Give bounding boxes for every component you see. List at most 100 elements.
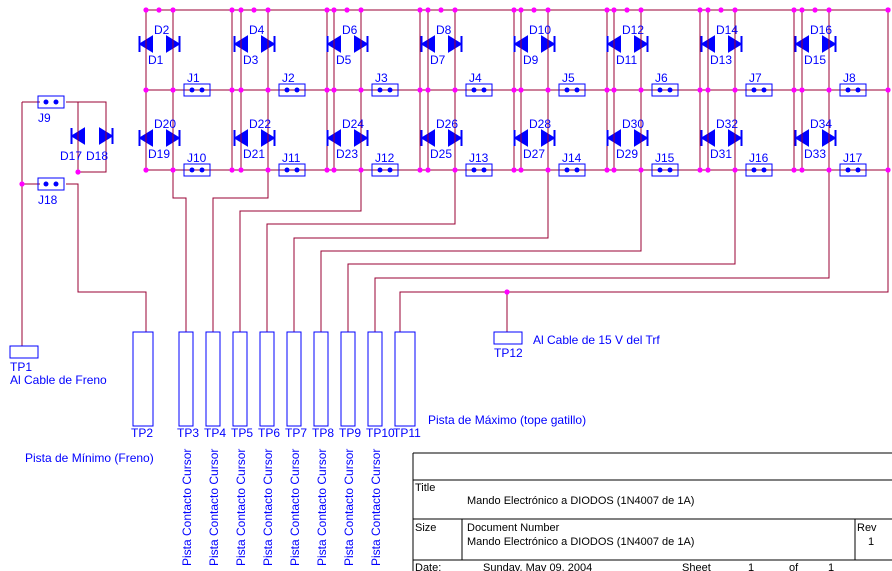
junction-dot <box>452 87 458 93</box>
jumper-body <box>183 163 211 177</box>
jumper-pin <box>387 167 393 173</box>
junction-dot <box>511 167 517 173</box>
junction-dot <box>638 87 644 93</box>
jumper-pin <box>43 181 49 187</box>
test-point-tp3 <box>178 331 194 427</box>
test-point-label: TP2 <box>131 426 153 440</box>
diode-D22 <box>261 126 276 150</box>
junction-dot <box>229 87 235 93</box>
junction-dot <box>718 7 724 13</box>
diode-label: D7 <box>430 53 446 67</box>
junction-dot <box>265 87 271 93</box>
jumper-pin <box>761 87 767 93</box>
junction-dot <box>344 7 350 13</box>
jumper-pin <box>284 87 290 93</box>
diode-label: D29 <box>616 147 638 161</box>
diode-D20 <box>166 126 181 150</box>
jumper-label: J10 <box>187 151 207 165</box>
junction-dot <box>511 87 517 93</box>
junction-dot <box>417 7 423 13</box>
test-point-label: TP9 <box>339 426 361 440</box>
jumper-J2 <box>278 83 306 97</box>
test-point-route <box>374 170 830 332</box>
junction-dot <box>238 7 244 13</box>
brake-tp-label: TP1 <box>10 360 32 374</box>
jumper-label: J16 <box>749 151 769 165</box>
cursor-contact-label: Pista Contacto Cursor <box>261 449 275 566</box>
jumper-label: J5 <box>562 71 575 85</box>
jumper-label: J2 <box>282 71 295 85</box>
jumper-pin <box>284 167 290 173</box>
test-point-route <box>266 170 456 332</box>
jumper-pin <box>189 87 195 93</box>
diode-label: D15 <box>804 53 826 67</box>
jumper-pin <box>53 99 59 105</box>
diode-label: D21 <box>243 147 265 161</box>
diode-D2 <box>166 32 181 56</box>
doc-number-label: Document Number <box>467 522 560 534</box>
jumper-label: J6 <box>655 71 668 85</box>
junction-dot <box>358 87 364 93</box>
junctions <box>19 7 891 295</box>
junction-dot <box>324 7 330 13</box>
jumper-label: J14 <box>562 151 582 165</box>
jumper-pin <box>751 87 757 93</box>
junction-dot <box>611 87 617 93</box>
sheet-label: Sheet <box>682 562 711 571</box>
junction-dot <box>170 167 176 173</box>
jumper-J16 <box>745 163 773 177</box>
junction-dot <box>545 87 551 93</box>
junction-dot <box>504 289 510 295</box>
rev-label: Rev <box>857 522 877 534</box>
jumper-pin <box>845 167 851 173</box>
test-point-label: TP10 <box>366 426 395 440</box>
diode-label: D4 <box>249 23 265 37</box>
cursor-contact-label: Pista Contacto Cursor <box>180 449 194 566</box>
jumper-body <box>37 177 65 191</box>
junction-dot <box>518 7 524 13</box>
junction-dot <box>156 7 162 13</box>
diode-D27 <box>513 126 528 150</box>
junction-dot <box>531 7 537 13</box>
jumper-J7 <box>745 83 773 97</box>
diode-label: D26 <box>436 117 458 131</box>
diode-label: D10 <box>529 23 551 37</box>
supply-route <box>399 10 889 332</box>
diode-D29 <box>606 126 621 150</box>
jumper-J18 <box>37 177 65 191</box>
test-point-label: TP8 <box>312 426 334 440</box>
cursor-contact-label: Pista Contacto Cursor <box>234 449 248 566</box>
sheet-value: 1 <box>748 562 754 571</box>
diode-D15 <box>794 32 809 56</box>
brake-tp-caption: Al Cable de Freno <box>10 373 107 387</box>
junction-dot <box>229 7 235 13</box>
jumper-pin <box>294 167 300 173</box>
jumper-pin <box>855 87 861 93</box>
junction-dot <box>545 167 551 173</box>
jumper-body <box>371 83 399 97</box>
jumper-J6 <box>651 83 679 97</box>
junction-dot <box>331 7 337 13</box>
diode-D8 <box>448 32 463 56</box>
jumper-body <box>278 163 306 177</box>
jumper-body <box>839 83 867 97</box>
diode-label: D27 <box>523 147 545 161</box>
jumper-pin <box>564 87 570 93</box>
diode-label: D14 <box>716 23 738 37</box>
junction-dot <box>417 87 423 93</box>
jumper-pin <box>471 87 477 93</box>
junction-dot <box>705 87 711 93</box>
junction-dot <box>331 167 337 173</box>
jumper-J4 <box>465 83 493 97</box>
junction-dot <box>638 7 644 13</box>
junction-dot <box>604 167 610 173</box>
test-point-supply <box>493 331 523 345</box>
rev-value: 1 <box>868 536 874 548</box>
diode-label: D20 <box>154 117 176 131</box>
diode-label: D11 <box>616 53 637 67</box>
jumper-pin <box>471 167 477 173</box>
cursor-contact-label: Pista Contacto Cursor <box>315 449 329 566</box>
junction-dot <box>791 7 797 13</box>
brake-to-tp2 <box>66 183 147 332</box>
